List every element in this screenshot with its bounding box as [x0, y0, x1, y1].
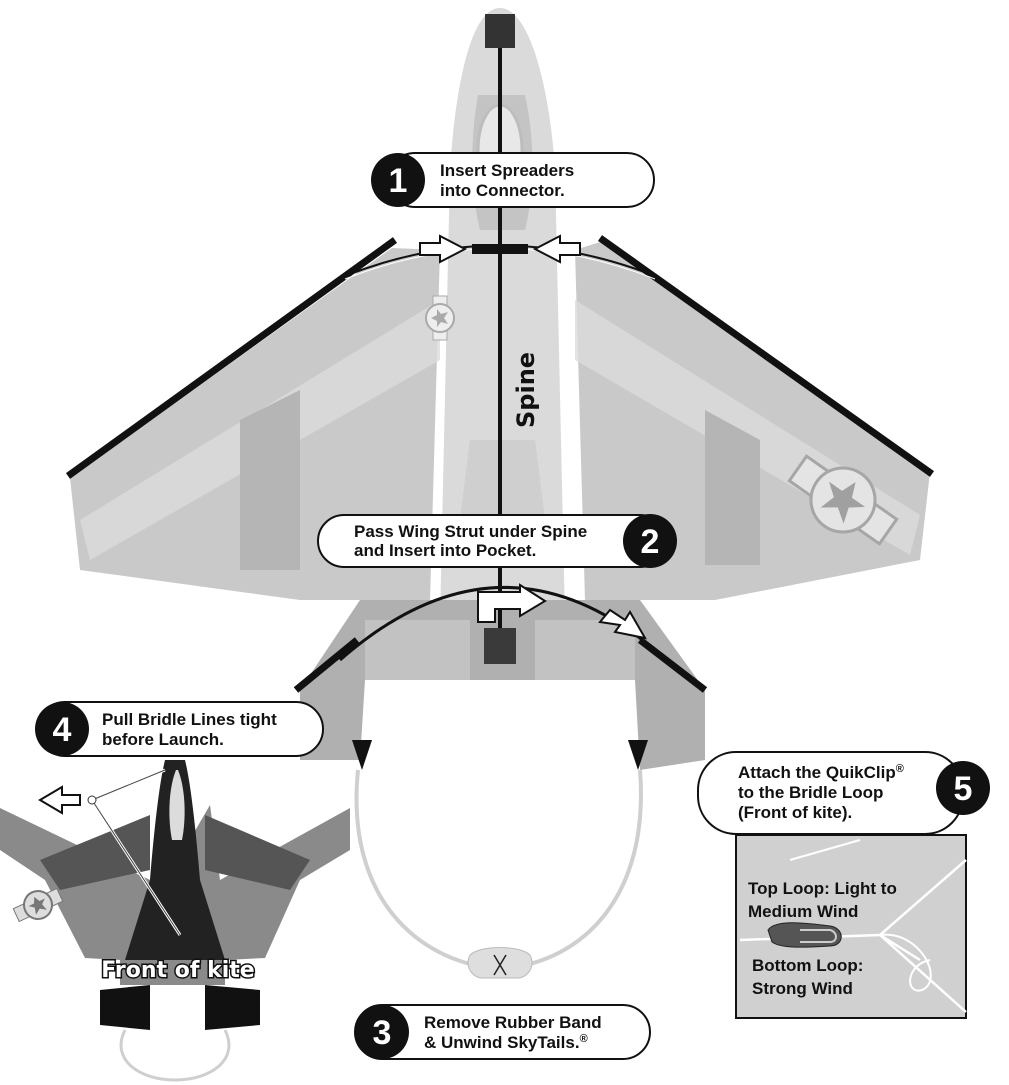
arrow-right-icon [419, 234, 468, 264]
main-kite: Spine [65, 8, 935, 770]
top-loop-line2: Medium Wind [748, 902, 858, 921]
bottom-loop-line2: Strong Wind [752, 979, 853, 998]
nose-cap [485, 14, 515, 48]
top-loop-line1: Top Loop: Light to [748, 879, 897, 898]
step-1-number: 1 [389, 162, 408, 200]
step-4-number: 4 [53, 711, 72, 749]
front-of-kite-label: Front of kite [101, 958, 254, 983]
step-2-callout: 2 Pass Wing Strut under Spine and Insert… [317, 514, 677, 568]
step-2-line2: and Insert into Pocket. [354, 541, 536, 560]
arrow-insert-icon [598, 608, 647, 640]
step-3-line2: & Unwind SkyTails.® [424, 1033, 588, 1052]
spreader-connector [472, 244, 528, 254]
step-5-registered-mark: ® [896, 763, 904, 775]
step-5-line3: (Front of kite). [738, 803, 852, 822]
step-3-line1: Remove Rubber Band [424, 1013, 602, 1032]
pull-arrow-icon [38, 785, 81, 815]
sky-tails [352, 740, 648, 979]
bottom-loop-line1: Bottom Loop: [752, 956, 863, 975]
bridle-detail-panel: Top Loop: Light to Medium Wind Bottom Lo… [735, 834, 967, 1019]
arrow-left-icon [532, 234, 581, 264]
insignia-right [787, 454, 899, 546]
step-1-callout: 1 Insert Spreaders into Connector. [371, 152, 655, 208]
step-3-line2-text: & Unwind SkyTails. [424, 1033, 580, 1052]
step-2-number: 2 [641, 523, 660, 561]
step-2-line1: Pass Wing Strut under Spine [354, 522, 587, 541]
rubber-band [467, 947, 533, 979]
front-kite: Front of kite [0, 760, 350, 1082]
step-1-line2: into Connector. [440, 181, 565, 200]
front-kite-insignia [12, 887, 64, 923]
step-5-line1: Attach the QuikClip® [738, 763, 904, 782]
insignia-left [425, 295, 455, 341]
leading-edge-left [65, 237, 398, 479]
step-4-line1: Pull Bridle Lines tight [102, 710, 277, 729]
step-3-callout: 3 Remove Rubber Band & Unwind SkyTails.® [354, 1004, 651, 1060]
step-5-number: 5 [954, 770, 973, 808]
quikclip-icon [767, 922, 842, 948]
spine-label: Spine [512, 352, 540, 428]
step-5-line2: to the Bridle Loop [738, 783, 883, 802]
leading-edge-right [597, 235, 935, 477]
step-1-line1: Insert Spreaders [440, 161, 574, 180]
tail-cap [484, 628, 516, 664]
step-4-line2: before Launch. [102, 730, 224, 749]
step-3-registered-mark: ® [580, 1033, 588, 1045]
step-4-callout: 4 Pull Bridle Lines tight before Launch. [35, 701, 324, 757]
step-3-number: 3 [373, 1014, 392, 1052]
step-5-line1-text: Attach the QuikClip [738, 763, 896, 782]
curved-arrow-icon [477, 583, 547, 623]
step-5-callout: 5 Attach the QuikClip® to the Bridle Loo… [697, 751, 990, 835]
